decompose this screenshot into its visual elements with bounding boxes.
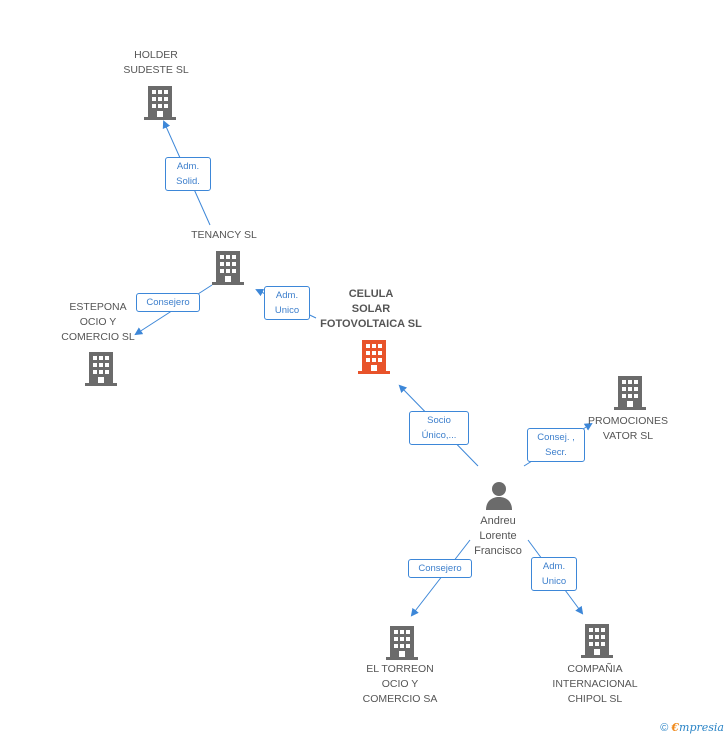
building-icon-focus[interactable]	[358, 338, 390, 374]
edge-label-consejero-estepona[interactable]: Consejero	[136, 293, 200, 312]
node-andreu-label[interactable]: Andreu Lorente Francisco	[474, 515, 522, 557]
edge-label-consejero-torreon[interactable]: Consejero	[408, 559, 472, 578]
edge-label-socio-unico[interactable]: Socio Único,...	[409, 411, 469, 445]
person-icon[interactable]	[484, 480, 514, 512]
edge-label-consej-secr[interactable]: Consej. , Secr.	[527, 428, 585, 462]
building-icon[interactable]	[85, 350, 117, 386]
node-estepona-label[interactable]: ESTEPONA OCIO Y COMERCIO SL	[61, 301, 135, 343]
building-icon[interactable]	[614, 374, 646, 410]
brand-footer: © €mpresia	[660, 721, 724, 734]
building-icon[interactable]	[144, 84, 176, 120]
node-promociones-label[interactable]: PROMOCIONES VATOR SL	[588, 415, 668, 442]
building-icon[interactable]	[386, 624, 418, 660]
edge-label-adm-solid[interactable]: Adm. Solid.	[165, 157, 211, 191]
edge-label-adm-unico-celula[interactable]: Adm. Unico	[264, 286, 310, 320]
node-torreon-label[interactable]: EL TORREON OCIO Y COMERCIO SA	[362, 663, 438, 705]
node-celula-label[interactable]: CELULA SOLAR FOTOVOLTAICA SL	[320, 288, 422, 330]
copyright-icon: ©	[660, 722, 669, 734]
node-tenancy-label[interactable]: TENANCY SL	[191, 229, 257, 241]
brand-logo[interactable]: €mpresia	[671, 721, 724, 734]
building-icon[interactable]	[581, 622, 613, 658]
building-icon[interactable]	[212, 249, 244, 285]
edge-label-adm-unico-chipol[interactable]: Adm. Unico	[531, 557, 577, 591]
node-holder-label[interactable]: HOLDER SUDESTE SL	[123, 49, 189, 76]
node-chipol-label[interactable]: COMPAÑIA INTERNACIONAL CHIPOL SL	[552, 663, 638, 705]
